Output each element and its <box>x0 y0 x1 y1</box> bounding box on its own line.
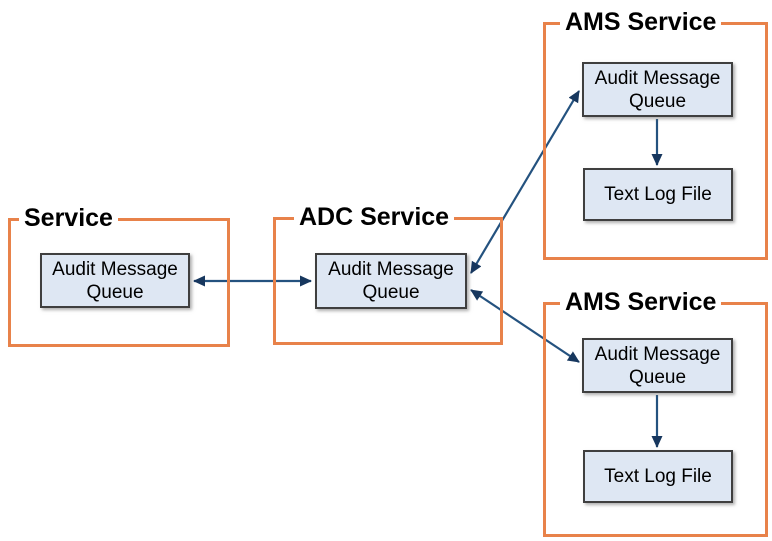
ams-top-audit-message-queue-node: Audit Message Queue <box>582 62 733 117</box>
ams-top-text-log-file-node: Text Log File <box>583 168 733 221</box>
ams-service-bottom-container-title: AMS Service <box>560 288 722 317</box>
ams-service-bottom-container: AMS Service Audit Message Queue Text Log… <box>543 288 768 537</box>
ams-bottom-audit-message-queue-node: Audit Message Queue <box>582 338 733 393</box>
adc-audit-message-queue-node: Audit Message Queue <box>315 253 467 309</box>
adc-service-container-title: ADC Service <box>294 203 455 232</box>
ams-service-top-container: AMS Service Audit Message Queue Text Log… <box>543 8 768 260</box>
service-container-title: Service <box>19 204 118 233</box>
adc-service-container: ADC Service Audit Message Queue <box>273 203 503 345</box>
ams-service-top-container-title: AMS Service <box>560 8 722 37</box>
service-container: Service Audit Message Queue <box>8 204 230 347</box>
ams-bottom-text-log-file-node: Text Log File <box>583 450 733 503</box>
service-audit-message-queue-node: Audit Message Queue <box>40 253 190 308</box>
